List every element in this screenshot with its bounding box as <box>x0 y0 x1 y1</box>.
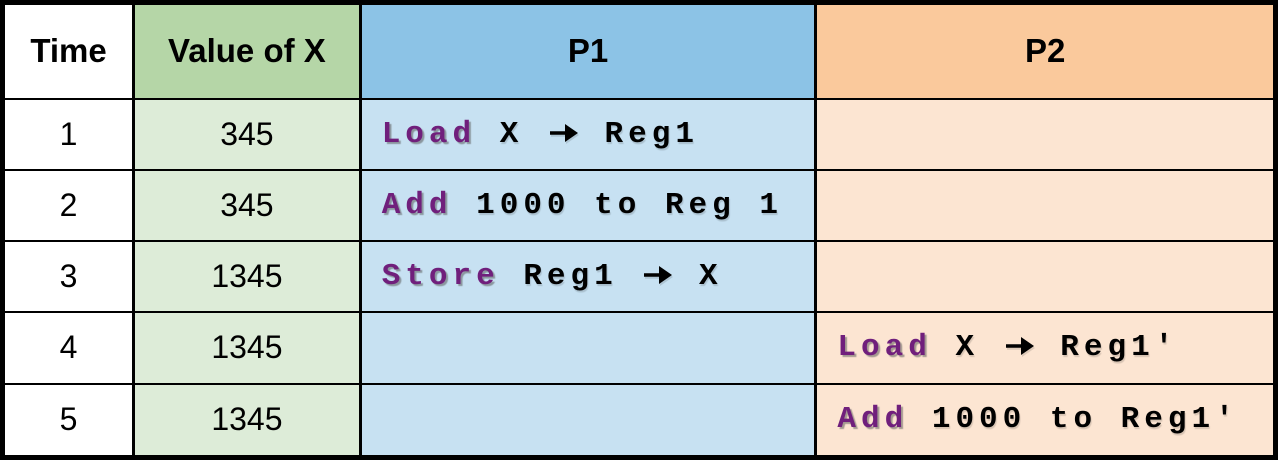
code-text: X <box>955 330 1003 366</box>
value-of-x-cell: 1345 <box>132 382 362 459</box>
right-arrow-icon <box>549 121 579 145</box>
p2-instruction-cell <box>814 97 1277 171</box>
p1-instruction-cell: Load X Reg1 <box>358 97 818 171</box>
code-text: Reg1 <box>523 259 642 295</box>
column-header-p1: P1 <box>358 1 818 100</box>
value-of-x-cell: 345 <box>132 168 362 243</box>
code-keyword: Store <box>381 259 500 295</box>
code-keyword: Add <box>837 402 909 438</box>
header-row: Time Value of X P1 P2 <box>0 1 1277 100</box>
value-of-x-cell: 1345 <box>132 239 362 314</box>
time-cell: 5 <box>0 382 136 459</box>
column-header-p2: P2 <box>814 1 1277 100</box>
code-text: X <box>675 259 723 295</box>
time-cell: 4 <box>0 311 136 385</box>
p2-instruction-cell: Load X Reg1' <box>814 311 1277 385</box>
p2-instruction-cell <box>814 168 1277 243</box>
code-text: Reg1' <box>1036 330 1179 366</box>
column-header-time: Time <box>0 1 136 100</box>
right-arrow-icon <box>643 263 673 287</box>
code-text: 1000 to Reg1' <box>931 402 1239 438</box>
p1-instruction-cell <box>358 382 818 459</box>
p2-instruction-cell <box>814 239 1277 314</box>
p2-instruction-cell: Add 1000 to Reg1' <box>814 382 1277 459</box>
p1-instruction-cell: Store Reg1 X <box>358 239 818 314</box>
code-keyword: Add <box>381 187 453 223</box>
p1-instruction-cell: Add 1000 to Reg 1 <box>358 168 818 243</box>
column-header-value-of-x: Value of X <box>132 1 362 100</box>
code-keyword: Load <box>381 116 477 152</box>
time-cell: 2 <box>0 168 136 243</box>
code-text: X <box>499 116 547 152</box>
value-of-x-cell: 345 <box>132 97 362 171</box>
code-text: Reg1 <box>580 116 699 152</box>
right-arrow-icon <box>1005 334 1035 358</box>
time-cell: 1 <box>0 97 136 171</box>
code-text: 1000 to Reg 1 <box>476 187 783 223</box>
value-of-x-cell: 1345 <box>132 311 362 385</box>
code-keyword: Load <box>837 330 932 366</box>
p1-instruction-cell <box>358 311 818 385</box>
time-cell: 3 <box>0 239 136 314</box>
